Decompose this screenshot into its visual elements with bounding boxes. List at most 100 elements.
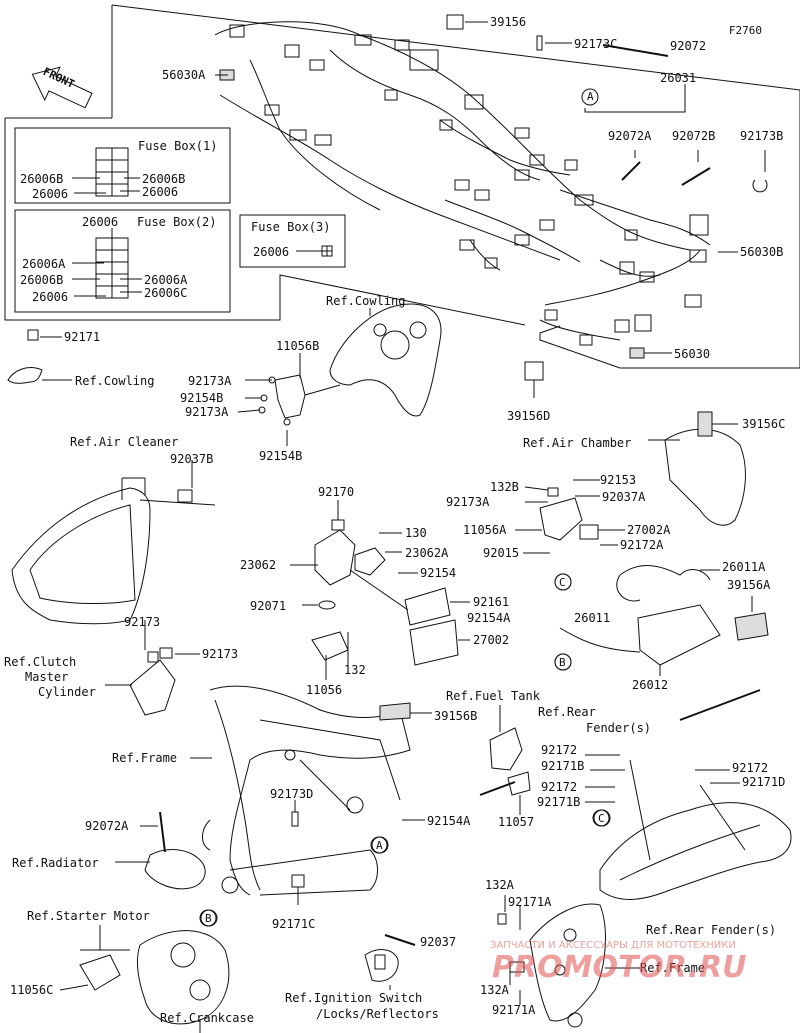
ref-air-cleaner: Ref.Air Cleaner (70, 435, 179, 449)
fuse-box-1-right-top: 26006B (142, 172, 186, 186)
ref-ignition-line1: Ref.Ignition Switch (285, 991, 423, 1005)
ref-clutch-line2: Master (25, 670, 69, 684)
fuse-box-3-label: 26006 (253, 245, 290, 259)
callout-23062a: 23062A (405, 546, 449, 560)
fuse-box-2-r1: 26006A (144, 273, 188, 287)
marker-a-frame: A (376, 839, 383, 852)
callout-132: 132 (344, 663, 366, 677)
callout-92154: 92154 (420, 566, 457, 580)
fuse-box-2-l1: 26006A (22, 257, 66, 271)
marker-a-top: A (587, 90, 594, 103)
callout-39156a: 39156A (727, 578, 771, 592)
callout-92037a: 92037A (602, 490, 646, 504)
callout-11057: 11057 (498, 815, 535, 829)
callout-132b: 132B (490, 480, 519, 494)
fuse-box-3-title: Fuse Box(3) (251, 220, 331, 234)
fuse-box-1-left-top: 26006B (20, 172, 64, 186)
callout-92154b-1: 92154B (180, 391, 224, 405)
figure-code: F2760 (728, 24, 762, 37)
callout-92171c: 92171C (272, 917, 316, 931)
callout-39156: 39156 (490, 15, 527, 29)
watermark-logo: PROMOTOR.RU (492, 950, 747, 985)
callout-92072: 92072 (670, 39, 707, 53)
callout-132a-2: 132A (480, 983, 509, 997)
ref-frame-left: Ref.Frame (112, 751, 178, 765)
callout-92153: 92153 (600, 473, 637, 487)
ref-clutch-line3: Cylinder (38, 685, 96, 699)
callout-56030a: 56030A (162, 68, 206, 82)
callout-56030: 56030 (674, 347, 711, 361)
callout-92154a-2: 92154A (427, 814, 471, 828)
callout-92072b: 92072B (672, 129, 716, 143)
callout-92072a-left: 92072A (85, 819, 129, 833)
callout-92170: 92170 (318, 485, 355, 499)
callout-92173a-3: 92173A (446, 495, 490, 509)
fuse-box-1-right-bottom: 26006 (142, 185, 179, 199)
callout-39156d: 39156D (507, 409, 551, 423)
ref-cowling-top: Ref.Cowling (326, 294, 406, 308)
callout-92173d: 92173D (270, 787, 314, 801)
callout-92171a-2: 92171A (492, 1003, 536, 1017)
callout-23062: 23062 (240, 558, 277, 572)
ref-starter-motor: Ref.Starter Motor (27, 909, 150, 923)
callout-26031: 26031 (660, 71, 697, 85)
callout-92037: 92037 (420, 935, 457, 949)
callout-92173a-1: 92173A (188, 374, 232, 388)
callout-26011a: 26011A (722, 560, 766, 574)
callout-92172-2: 92172 (541, 780, 578, 794)
callout-92037b: 92037B (170, 452, 214, 466)
callout-92172a: 92172A (620, 538, 664, 552)
harness-group-outline (111, 4, 800, 369)
ref-clutch-line1: Ref.Clutch (4, 655, 77, 669)
callout-39156c: 39156C (742, 417, 786, 431)
ref-crankcase: Ref.Crankcase (160, 1011, 254, 1025)
callout-92172-3: 92172 (732, 761, 769, 775)
callout-27002a: 27002A (627, 523, 671, 537)
callout-92154b-2: 92154B (259, 449, 303, 463)
callout-92171a-1: 92171A (508, 895, 552, 909)
marker-c-mid: C (559, 576, 566, 589)
callout-92171b-1: 92171B (541, 759, 585, 773)
callout-92173b: 92173B (740, 129, 784, 143)
callout-92154a-1: 92154A (467, 611, 511, 625)
callout-132a-1: 132A (485, 878, 514, 892)
ref-radiator: Ref.Radiator (12, 856, 99, 870)
callout-27002: 27002 (473, 633, 510, 647)
callout-26012: 26012 (632, 678, 669, 692)
ref-cowling-left: Ref.Cowling (75, 374, 155, 388)
ref-frame-right: Ref.Frame (640, 961, 706, 975)
callout-92015: 92015 (483, 546, 520, 560)
fuse-box-1-left-bottom: 26006 (32, 187, 69, 201)
marker-c-fender: C (598, 812, 605, 825)
fuse-box-2-title: Fuse Box(2) (137, 215, 217, 229)
ref-rear-fender-line2: Fender(s) (586, 721, 652, 735)
callout-92173c: 92173C (574, 37, 618, 51)
ref-rear-fender-line1: Ref.Rear (538, 705, 596, 719)
callout-92171b-2: 92171B (537, 795, 581, 809)
callout-92171-left: 92171 (64, 330, 101, 344)
callout-11056b: 11056B (276, 339, 320, 353)
callout-92161: 92161 (473, 595, 510, 609)
callout-11056: 11056 (306, 683, 343, 697)
marker-b-mid: B (559, 656, 566, 669)
callout-26011: 26011 (574, 611, 611, 625)
callout-130: 130 (405, 526, 427, 540)
fuse-box-2-l3: 26006 (32, 290, 69, 304)
marker-b-crankcase: B (205, 912, 212, 925)
callout-92173a-2: 92173A (185, 405, 229, 419)
callout-39156b: 39156B (434, 709, 478, 723)
callout-92071: 92071 (250, 599, 287, 613)
callout-92172-1: 92172 (541, 743, 578, 757)
ref-ignition-line2: /Locks/Reflectors (316, 1007, 439, 1021)
callout-92173-right: 92173 (202, 647, 239, 661)
fuse-box-2-l2: 26006B (20, 273, 64, 287)
fuse-box-2-top: 26006 (82, 215, 119, 229)
fuse-box-2-r2: 26006C (144, 286, 188, 300)
callout-92173-left: 92173 (124, 615, 161, 629)
callout-11056c: 11056C (10, 983, 54, 997)
ref-fuel-tank: Ref.Fuel Tank (446, 689, 540, 703)
callout-92171d: 92171D (742, 775, 786, 789)
callout-92072a-top: 92072A (608, 129, 652, 143)
